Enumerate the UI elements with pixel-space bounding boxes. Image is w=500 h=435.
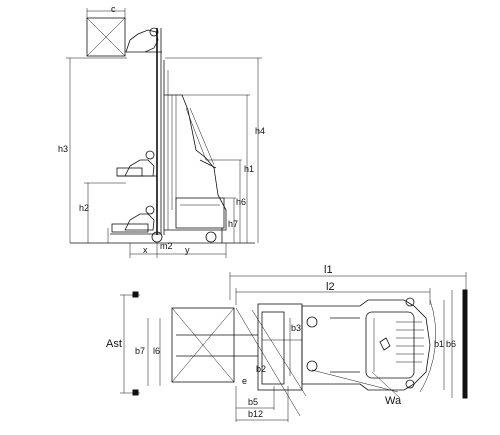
label-h1: h1 — [244, 164, 254, 174]
operator-middle — [116, 150, 157, 177]
operator-top — [125, 27, 162, 53]
truck-body — [164, 94, 227, 231]
chassis-top — [301, 297, 431, 391]
label-b1: b1 — [434, 339, 444, 349]
label-h2: h2 — [79, 203, 89, 213]
label-h7: h7 — [228, 219, 238, 229]
label-x: x — [143, 245, 148, 255]
wheel-front — [151, 231, 163, 243]
wheel-rear — [205, 231, 217, 243]
top-load-box — [86, 17, 126, 57]
label-h4: h4 — [255, 126, 265, 136]
label-c: c — [111, 4, 116, 14]
side-view: c — [58, 4, 265, 258]
label-h6: h6 — [236, 197, 246, 207]
label-wa: Wa — [385, 395, 402, 407]
operator-bottom — [110, 205, 160, 235]
label-l6: l6 — [153, 346, 160, 356]
label-e: e — [242, 376, 247, 386]
mast-block — [257, 303, 303, 391]
label-b6: b6 — [446, 339, 456, 349]
label-b3: b3 — [291, 323, 301, 333]
pallet — [171, 307, 258, 383]
label-l1: l1 — [324, 264, 333, 276]
label-ast: Ast — [106, 338, 122, 350]
label-b7: b7 — [135, 346, 145, 356]
mast — [156, 28, 177, 235]
label-b2: b2 — [256, 364, 266, 374]
label-h3: h3 — [58, 144, 68, 154]
top-view: l1 l2 Ast b7 l6 b3 — [106, 264, 468, 422]
label-b5: b5 — [248, 397, 258, 407]
wall-bar — [462, 289, 468, 399]
label-b12: b12 — [248, 409, 263, 419]
label-l2: l2 — [326, 281, 335, 293]
label-m2: m2 — [160, 241, 173, 251]
label-y: y — [185, 245, 190, 255]
